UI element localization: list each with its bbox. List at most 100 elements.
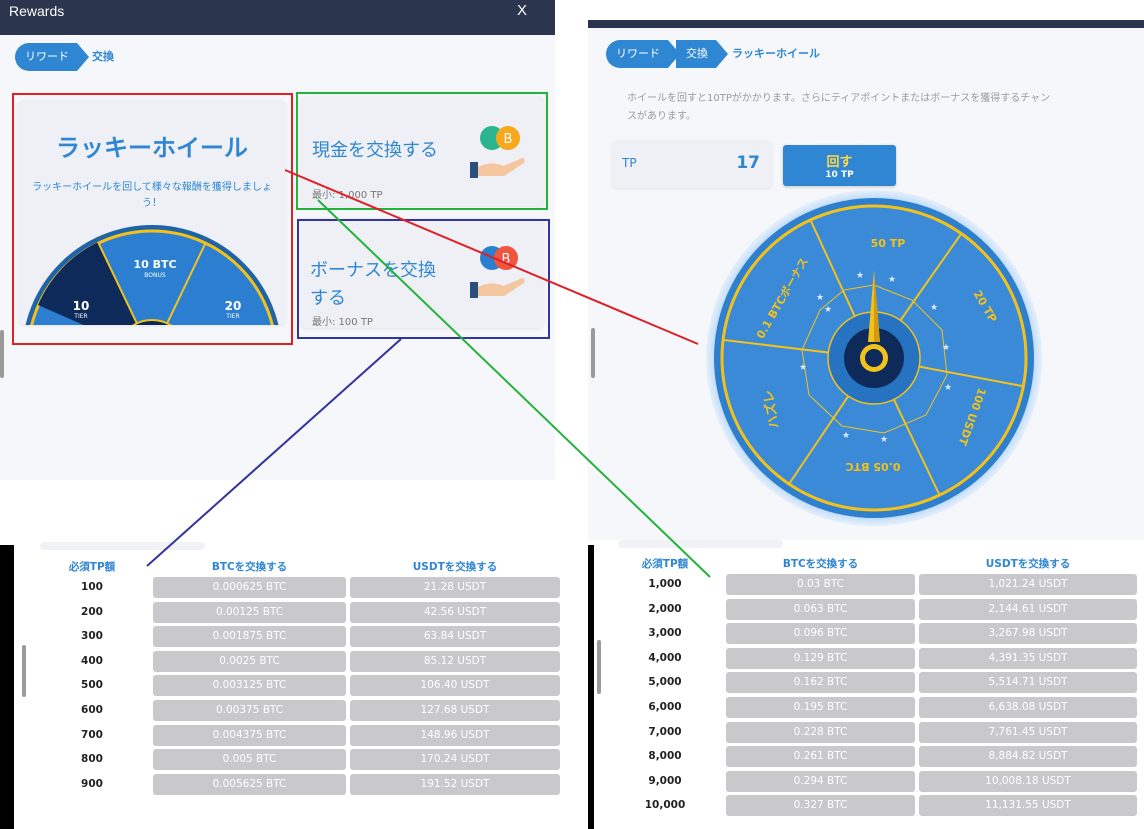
right-table-edge <box>588 545 594 829</box>
btc-exchange-cell[interactable]: 0.001875 BTC <box>153 626 346 648</box>
svg-text:B: B <box>504 132 513 147</box>
svg-text:★: ★ <box>816 293 824 303</box>
wheel-seg-right: 20 <box>224 299 242 313</box>
tp-amount-cell: 900 <box>81 777 103 790</box>
tp-amount-cell: 6,000 <box>648 701 682 713</box>
rw-breadcrumb-rewards[interactable]: リワード <box>606 40 680 68</box>
lucky-wheel-title: ラッキーホイール <box>56 134 248 162</box>
usdt-exchange-cell[interactable]: 4,391.35 USDT <box>919 647 1137 669</box>
left-table-edge <box>0 545 14 829</box>
window-title: Rewards <box>9 3 65 19</box>
spin-button[interactable]: 回す 10 TP <box>783 145 896 186</box>
usdt-exchange-cell[interactable]: 6,638.08 USDT <box>919 697 1137 718</box>
btc-exchange-cell[interactable]: 0.162 BTC <box>726 672 915 694</box>
left-header-btc: BTCを交換する <box>211 561 288 573</box>
btc-exchange-cell[interactable]: 0.000625 BTC <box>153 577 346 598</box>
tp-amount-cell: 400 <box>81 654 103 667</box>
wheel-seg-top-sub: BONUS <box>144 272 166 279</box>
tp-amount-cell: 500 <box>81 679 103 692</box>
left-table-scrollbar[interactable] <box>22 645 26 697</box>
tp-amount-cell: 3,000 <box>648 627 682 640</box>
btc-exchange-cell[interactable]: 0.0025 BTC <box>153 650 346 672</box>
cash-card-title: 現金を交換する <box>312 140 438 161</box>
btc-exchange-cell[interactable]: 0.327 BTC <box>726 795 915 817</box>
green-highlight-box <box>296 92 548 210</box>
btc-exchange-cell[interactable]: 0.228 BTC <box>726 721 915 743</box>
left-header-usdt: USDTを交換する <box>412 561 498 573</box>
btc-exchange-cell[interactable]: 0.063 BTC <box>726 598 915 620</box>
breadcrumb-exchange[interactable]: 交換 <box>92 50 114 63</box>
tp-amount-cell: 10,000 <box>644 799 686 812</box>
tp-amount-cell: 1,000 <box>648 578 682 590</box>
usdt-exchange-cell[interactable]: 42.56 USDT <box>350 601 560 623</box>
btc-exchange-cell[interactable]: 0.294 BTC <box>726 770 915 792</box>
btc-exchange-cell[interactable]: 0.00375 BTC <box>153 700 346 721</box>
svg-text:B: B <box>502 252 511 267</box>
usdt-exchange-cell[interactable]: 2,144.61 USDT <box>919 598 1137 620</box>
tp-amount-cell: 4,000 <box>648 651 682 664</box>
right-table-scrollbar[interactable] <box>597 640 601 694</box>
btc-exchange-cell[interactable]: 0.005 BTC <box>153 749 346 771</box>
bonus-card-title-1: ボーナスを交換 <box>310 260 436 281</box>
btc-exchange-cell[interactable]: 0.261 BTC <box>726 746 915 768</box>
usdt-exchange-cell[interactable]: 127.68 USDT <box>350 700 560 721</box>
btc-exchange-cell[interactable]: 0.129 BTC <box>726 647 915 669</box>
cash-exchange-card[interactable]: 現金を交換する 最小: 1,000 TP B <box>300 96 544 206</box>
tp-amount-cell: 7,000 <box>648 725 682 738</box>
lucky-wheel[interactable]: ★★ ★★ ★★ ★★ ★★ <box>704 190 1044 530</box>
usdt-exchange-cell[interactable]: 8,884.82 USDT <box>919 746 1137 768</box>
tp-amount-cell: 300 <box>81 630 103 643</box>
svg-text:★: ★ <box>888 275 896 285</box>
usdt-exchange-cell[interactable]: 63.84 USDT <box>350 626 560 648</box>
usdt-exchange-cell[interactable]: 11,131.55 USDT <box>919 795 1137 817</box>
right-header-tp: 必須TP額 <box>641 558 689 570</box>
svg-text:★: ★ <box>880 435 888 445</box>
tp-amount-cell: 8,000 <box>648 750 682 763</box>
btc-exchange-cell[interactable]: 0.03 BTC <box>726 574 915 595</box>
svg-text:★: ★ <box>799 363 807 373</box>
svg-text:★: ★ <box>824 305 832 315</box>
wheel-seg-left-sub: TIER <box>74 313 88 320</box>
tp-amount-cell: 600 <box>81 704 103 716</box>
usdt-exchange-cell[interactable]: 7,761.45 USDT <box>919 721 1137 743</box>
left-table-tab <box>40 542 205 550</box>
red-highlight-box <box>12 93 293 345</box>
tp-amount-cell: 200 <box>81 605 103 618</box>
lucky-wheel-topbar <box>588 20 1144 28</box>
wheel-seg-top: 10 BTC <box>133 258 177 271</box>
usdt-exchange-cell[interactable]: 21.28 USDT <box>350 577 560 598</box>
wheel-seg-50tp: 50 TP <box>870 237 906 250</box>
usdt-exchange-cell[interactable]: 106.40 USDT <box>350 675 560 697</box>
green-connector-line <box>317 199 711 578</box>
usdt-exchange-cell[interactable]: 1,021.24 USDT <box>919 574 1137 595</box>
usdt-exchange-cell[interactable]: 148.96 USDT <box>350 724 560 746</box>
usdt-exchange-cell[interactable]: 3,267.98 USDT <box>919 623 1137 645</box>
rw-breadcrumb-wheel[interactable]: ラッキーホイール <box>732 47 820 60</box>
usdt-exchange-cell[interactable]: 170.24 USDT <box>350 749 560 771</box>
usdt-exchange-cell[interactable]: 85.12 USDT <box>350 650 560 672</box>
usdt-exchange-cell[interactable]: 5,514.71 USDT <box>919 672 1137 694</box>
breadcrumb-rewards[interactable]: リワード <box>15 43 89 71</box>
bonus-exchange-card[interactable]: ボーナスを交換 する 最小: 100 TP B <box>300 218 544 328</box>
left-scrollbar[interactable] <box>0 330 4 378</box>
btc-exchange-cell[interactable]: 0.00125 BTC <box>153 601 346 623</box>
lucky-wheel-desc-1: ラッキーホイールを回して様々な報酬を獲得しましょ <box>32 182 272 193</box>
close-button[interactable]: X <box>516 2 527 19</box>
spin-label: 回す <box>826 155 853 170</box>
rw-breadcrumb-exchange[interactable]: 交換 <box>676 40 728 68</box>
wheel-description-1: ホイールを回すと10TPがかかります。さらにティアポイントまたはボーナスを獲得す… <box>627 93 1051 104</box>
btc-exchange-cell[interactable]: 0.004375 BTC <box>153 724 346 746</box>
btc-exchange-cell[interactable]: 0.096 BTC <box>726 623 915 645</box>
tp-value: 17 <box>736 153 760 173</box>
usdt-exchange-cell[interactable]: 10,008.18 USDT <box>919 770 1137 792</box>
btc-exchange-cell[interactable]: 0.003125 BTC <box>153 675 346 697</box>
wheel-seg-right-sub: TIER <box>226 313 240 320</box>
right-header-usdt: USDTを交換する <box>985 558 1071 570</box>
tp-amount-cell: 800 <box>81 753 103 766</box>
btc-exchange-cell[interactable]: 0.005625 BTC <box>153 773 346 795</box>
right-scrollbar[interactable] <box>591 328 595 378</box>
coin-hand-icon: B <box>470 126 525 178</box>
btc-exchange-cell[interactable]: 0.195 BTC <box>726 697 915 718</box>
usdt-exchange-cell[interactable]: 191.52 USDT <box>350 773 560 795</box>
lucky-wheel-card[interactable]: ラッキーホイール ラッキーホイールを回して様々な報酬を獲得しましょ う！ 10 … <box>18 100 286 325</box>
